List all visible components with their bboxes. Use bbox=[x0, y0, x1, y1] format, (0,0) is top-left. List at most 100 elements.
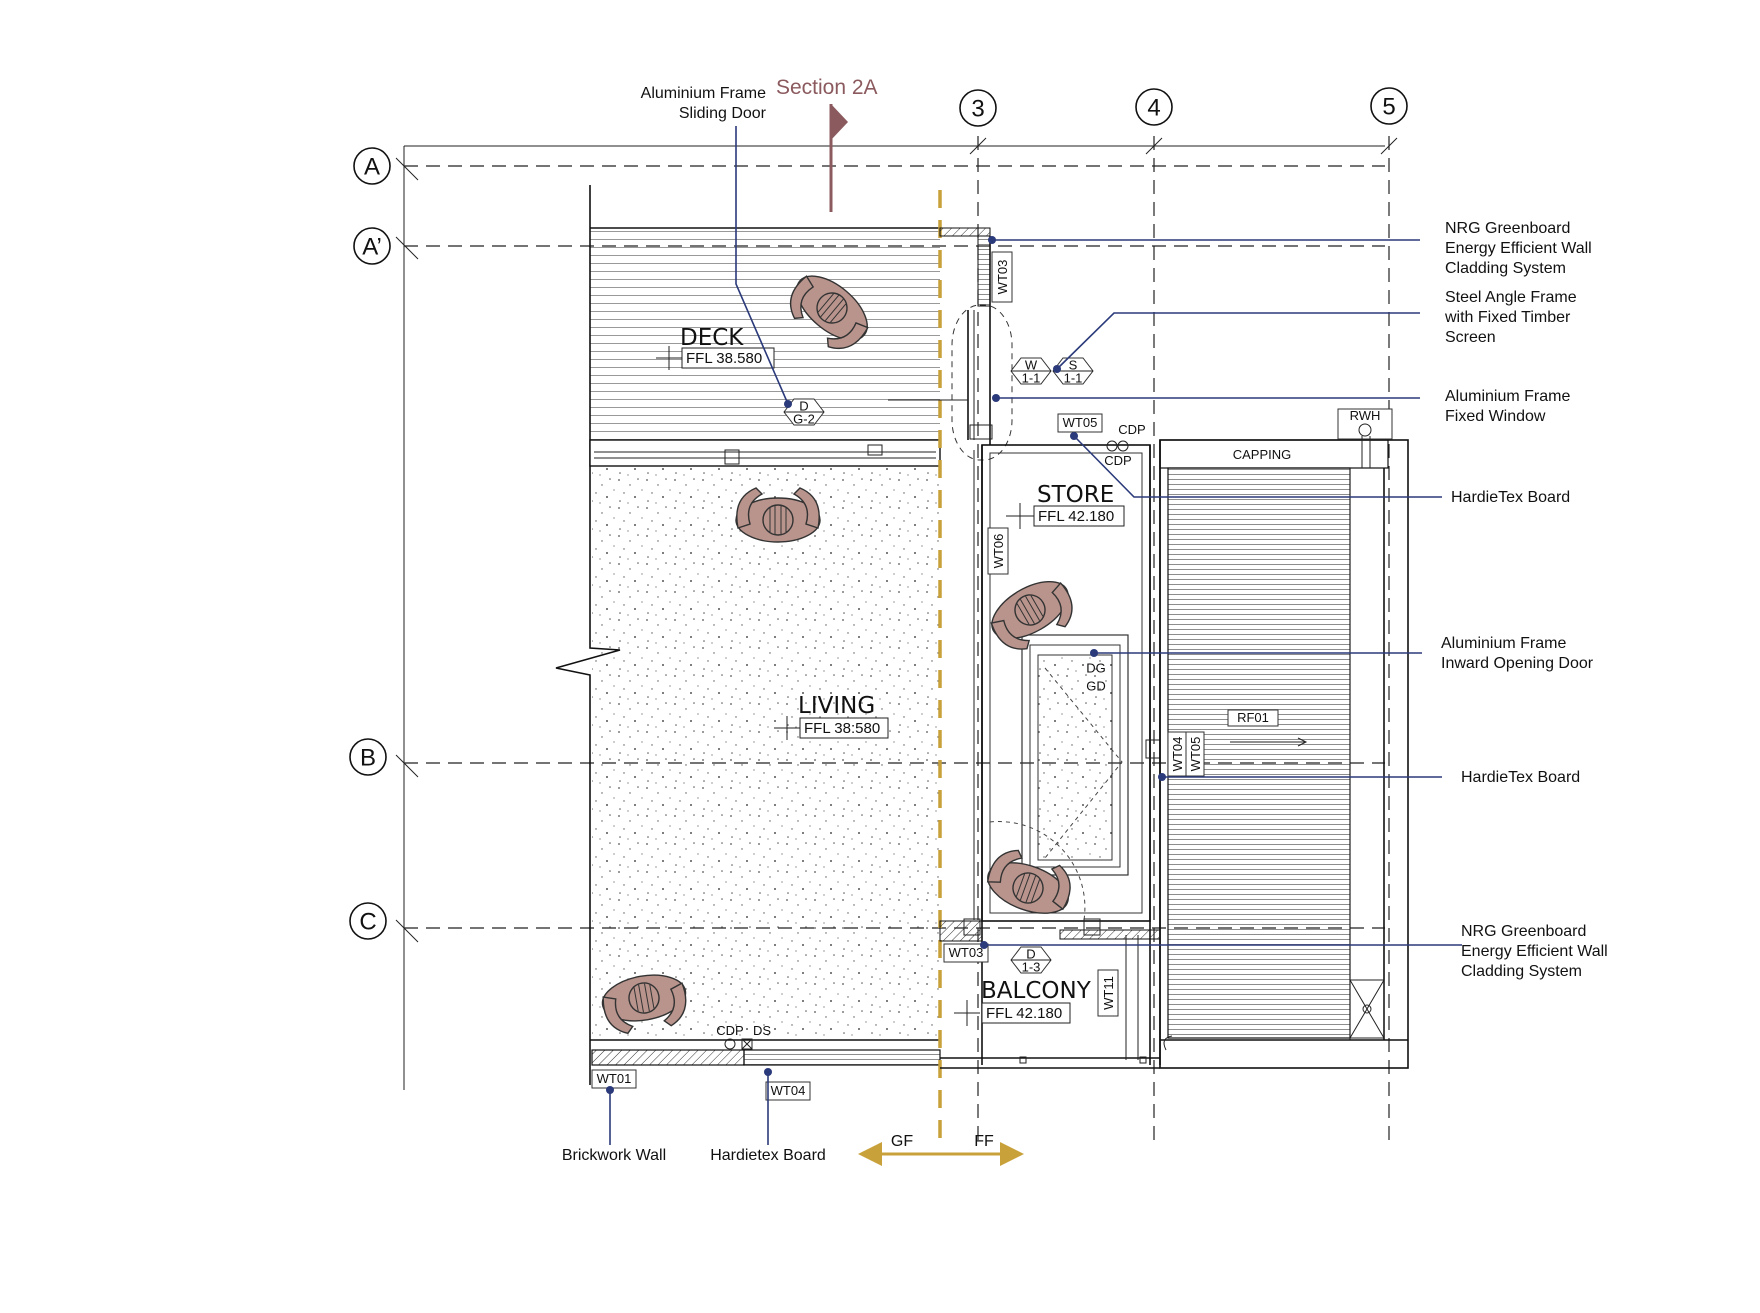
tag-text: D bbox=[1026, 947, 1035, 962]
callout-line: Aluminium Frame bbox=[1445, 388, 1570, 405]
grid-label: 3 bbox=[971, 96, 984, 123]
callout-hardietex-top: HardieTex Board bbox=[1451, 489, 1570, 506]
callout-line: NRG Greenboard bbox=[1445, 220, 1570, 237]
rwh-label: RWH bbox=[1350, 408, 1381, 423]
tag-text: WT05 bbox=[1063, 415, 1098, 430]
wall-type-wt11: WT11 bbox=[1097, 969, 1119, 1017]
downpipe-box bbox=[1349, 979, 1385, 1039]
tag-text: 1-1 bbox=[1064, 371, 1083, 386]
room-name: DECK bbox=[680, 325, 744, 351]
room-name: BALCONY bbox=[981, 978, 1092, 1004]
callout-line: Cladding System bbox=[1461, 963, 1582, 980]
callout-line: Energy Efficient Wall bbox=[1461, 943, 1608, 960]
tag-text: WT03 bbox=[949, 945, 984, 960]
first-floor bbox=[888, 227, 1409, 1069]
screen-tag: S 1-1 bbox=[1052, 357, 1094, 386]
room-ffl: FFL 38.580 bbox=[686, 350, 762, 367]
tag-text: WT05 bbox=[1188, 737, 1203, 772]
tag-text: WT03 bbox=[995, 260, 1010, 295]
grid-label: 4 bbox=[1147, 95, 1160, 122]
ds-label: DS bbox=[753, 1023, 771, 1038]
callout-line: Steel Angle Frame bbox=[1445, 289, 1577, 306]
hardietex-wall-section bbox=[743, 1049, 941, 1066]
level-label-ff: FF bbox=[974, 1133, 994, 1150]
tag-text: WT04 bbox=[1170, 737, 1185, 772]
tag-text: DG bbox=[1086, 661, 1106, 676]
tag-text: S bbox=[1069, 358, 1078, 373]
break-symbol bbox=[555, 185, 621, 1085]
wall-type-wt01: WT01 bbox=[591, 1069, 637, 1089]
callout-fixed-window: Aluminium Frame Fixed Window bbox=[1445, 388, 1570, 425]
tag-text: 1-3 bbox=[1022, 960, 1041, 975]
grid-label: B bbox=[360, 745, 376, 772]
callout-line: Aluminium Frame bbox=[641, 85, 766, 102]
callout-line: with Fixed Timber bbox=[1444, 309, 1571, 326]
callout-line: Aluminium Frame bbox=[1441, 635, 1566, 652]
capping-label: CAPPING bbox=[1233, 447, 1292, 462]
room-deck: DECK FFL 38.580 bbox=[656, 325, 775, 370]
wall-type-wt04-bottom: WT04 bbox=[765, 1081, 811, 1101]
grid-label: C bbox=[359, 909, 376, 936]
deck-floor-boards bbox=[590, 230, 940, 440]
grid-label: A’ bbox=[362, 234, 382, 261]
tag-text: WT11 bbox=[1101, 976, 1116, 1010]
door-tag-store: DG GD bbox=[1086, 661, 1106, 694]
callout-line: Cladding System bbox=[1445, 260, 1566, 277]
callout-nrg-bottom: NRG Greenboard Energy Efficient Wall Cla… bbox=[1461, 923, 1608, 980]
grid-bubble-row-c: C bbox=[349, 902, 387, 940]
roof-type-rf01: RF01 bbox=[1227, 709, 1279, 727]
cdp-label: CDP bbox=[1118, 422, 1145, 437]
tag-text: G-2 bbox=[793, 412, 815, 427]
sliding-door-track bbox=[589, 439, 941, 467]
tag-text: GD bbox=[1086, 679, 1106, 694]
tag-text: WT06 bbox=[991, 534, 1006, 569]
grid-bubble-row-a-prime: A’ bbox=[353, 227, 391, 265]
section-marker: Section 2A bbox=[776, 76, 878, 212]
callout-steel-angle: Steel Angle Frame with Fixed Timber Scre… bbox=[1444, 289, 1577, 346]
tag-text: WT01 bbox=[597, 1071, 632, 1086]
grid-label: 5 bbox=[1382, 94, 1395, 121]
room-balcony: BALCONY FFL 42.180 bbox=[954, 978, 1092, 1026]
living-floor bbox=[592, 468, 940, 1038]
callout-line: NRG Greenboard bbox=[1461, 923, 1586, 940]
store-door-frame bbox=[1021, 634, 1129, 876]
wall-type-wt03-bottom: WT03 bbox=[943, 943, 989, 963]
grid-bubble-col-4: 4 bbox=[1135, 88, 1173, 126]
callout-line: Fixed Window bbox=[1445, 408, 1546, 425]
window-detail-outline bbox=[951, 304, 1013, 461]
room-name: STORE bbox=[1037, 482, 1114, 508]
callout-line: Energy Efficient Wall bbox=[1445, 240, 1592, 257]
grid-bubble-col-3: 3 bbox=[959, 89, 997, 127]
callout-hardietex-bottom: Hardietex Board bbox=[710, 1147, 826, 1164]
callout-inward-door: Aluminium Frame Inward Opening Door bbox=[1441, 635, 1594, 672]
room-ffl: FFL 42.180 bbox=[986, 1005, 1062, 1022]
tag-text: W bbox=[1025, 358, 1038, 373]
leader-lines bbox=[606, 126, 1462, 1145]
callout-line: Inward Opening Door bbox=[1441, 655, 1594, 672]
tag-text: WT04 bbox=[771, 1083, 806, 1098]
tag-text: D bbox=[799, 399, 808, 414]
wall-type-wt03-top: WT03 bbox=[991, 251, 1013, 303]
cdp-label: CDP bbox=[1104, 453, 1131, 468]
callout-line: Screen bbox=[1445, 329, 1496, 346]
callout-brickwork: Brickwork Wall bbox=[562, 1147, 666, 1164]
level-indicator: GF FF bbox=[858, 1133, 1024, 1166]
section-flag-icon bbox=[831, 104, 848, 140]
wall-type-wt05-top: WT05 bbox=[1057, 413, 1103, 433]
grid-bubble-row-a: A bbox=[353, 147, 391, 185]
level-label-gf: GF bbox=[891, 1133, 913, 1150]
room-living: LIVING FFL 38:580 bbox=[774, 693, 889, 740]
wall-type-wt05-mid: WT05 bbox=[1185, 731, 1205, 777]
brickwork-wall-section bbox=[591, 1049, 745, 1066]
room-ffl: FFL 38:580 bbox=[804, 720, 880, 737]
section-label: Section 2A bbox=[776, 76, 878, 99]
room-ffl: FFL 42.180 bbox=[1038, 508, 1114, 525]
ground-floor bbox=[555, 185, 941, 1085]
grid-bubble-col-5: 5 bbox=[1370, 87, 1408, 125]
grid-bubble-row-b: B bbox=[349, 738, 387, 776]
callout-nrg-top: NRG Greenboard Energy Efficient Wall Cla… bbox=[1445, 220, 1592, 277]
callout-line: Sliding Door bbox=[679, 105, 767, 122]
door-tag-deck: D G-2 bbox=[783, 398, 825, 427]
window-tag: W 1-1 bbox=[1010, 357, 1052, 386]
